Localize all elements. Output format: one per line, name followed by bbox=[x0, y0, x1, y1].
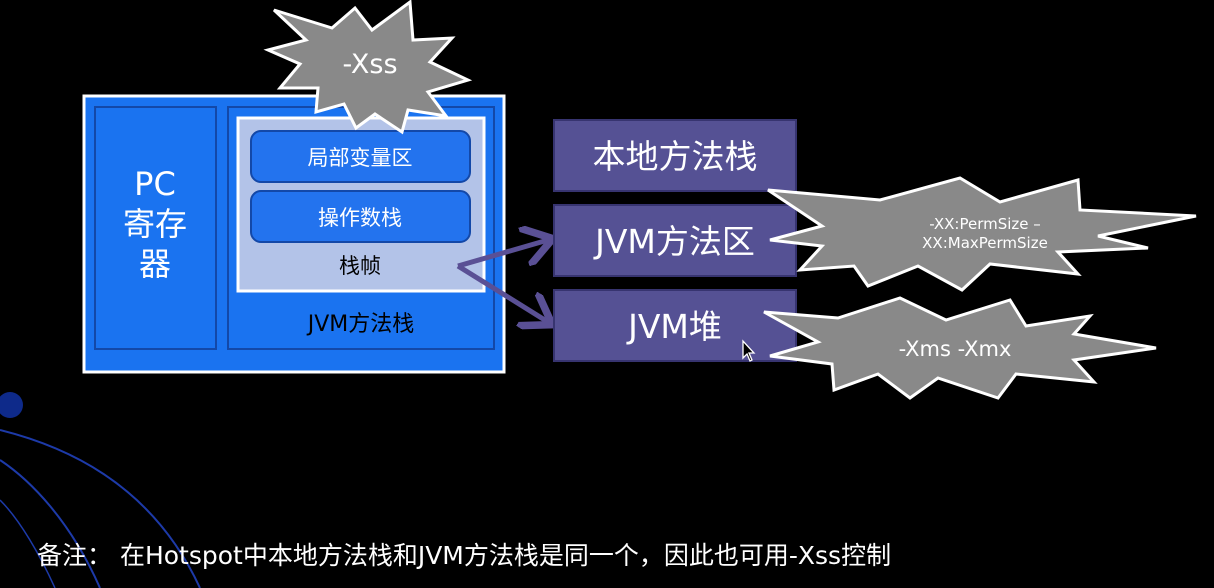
arrow-to-heap bbox=[456, 263, 548, 322]
local-variables-label: 局部变量区 bbox=[308, 146, 413, 170]
local-variables-box bbox=[250, 130, 471, 183]
permsize-burst bbox=[767, 176, 1197, 292]
jvm-stack-label: JVM方法栈 bbox=[306, 312, 415, 337]
native-method-stack-box bbox=[553, 119, 797, 192]
stack-frame-label: 栈帧 bbox=[339, 254, 381, 278]
arrow-to-method-area bbox=[457, 240, 548, 269]
native-method-stack-label: 本地方法栈 bbox=[593, 137, 758, 176]
heap-flag-label: -Xms -Xmx bbox=[899, 337, 1012, 361]
operand-stack-label: 操作数栈 bbox=[318, 206, 402, 230]
operand-stack-box bbox=[250, 190, 471, 243]
footnote: 备注： 在Hotspot中本地方法栈和JVM方法栈是同一个，因此也可用-Xss控… bbox=[37, 541, 891, 570]
background-orbit-decoration bbox=[0, 392, 201, 588]
pc-register-box bbox=[94, 106, 217, 350]
xss-flag-label: -Xss bbox=[342, 49, 397, 80]
mouse-cursor-icon bbox=[742, 339, 756, 362]
heap-box bbox=[553, 289, 797, 362]
xss-burst bbox=[263, 0, 473, 135]
permsize-flag-label: -XX:PermSize –XX:MaxPermSize bbox=[922, 215, 1048, 252]
method-area-label: JVM方法区 bbox=[593, 222, 755, 261]
heap-label: JVM堆 bbox=[626, 307, 722, 346]
heap-flag-burst bbox=[763, 296, 1157, 400]
